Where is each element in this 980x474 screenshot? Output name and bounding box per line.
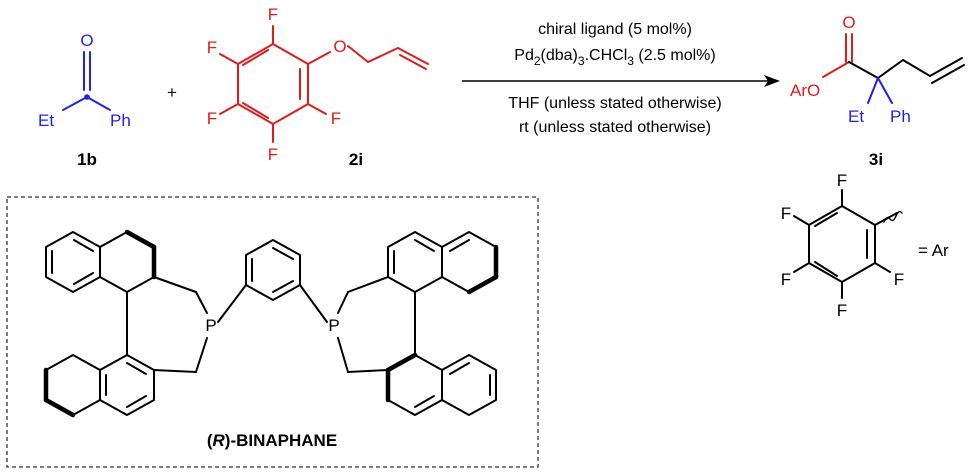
fluorine-label: F [837,171,847,190]
binaphane-structure [43,229,499,418]
aryl-ether-labels: F F F F F O 2i [207,5,363,169]
aryl-allyl-ether-2i [219,25,429,143]
fluorine-label: F [268,145,278,164]
ar-equals-label: = Ar [918,241,949,260]
product-ph-label: Ph [890,107,911,126]
ketene-et-label: Et [38,111,54,130]
fluorine-label: F [207,109,217,128]
ether-oxygen-label: O [333,37,346,56]
compound-label-1b: 1b [77,150,97,169]
ketene-ph-label: Ph [110,111,131,130]
condition-ligand: chiral ligand (5 mol%) [538,21,692,38]
condition-temperature: rt (unless stated otherwise) [519,119,711,136]
fluorine-label: F [781,204,791,223]
product-labels: O ArO Et Ph 3i [790,13,911,169]
ligand-labels: P P (R)-BINAPHANE [205,316,339,450]
ligand-box [6,196,539,468]
product-et-label: Et [848,107,864,126]
compound-label-2i: 2i [349,150,363,169]
fluorine-label: F [268,5,278,24]
condition-solvent: THF (unless stated otherwise) [508,95,721,112]
fluorine-label: F [894,270,904,289]
condition-catalyst: Pd2(dba)3.CHCl3 (2.5 mol%) [514,47,715,68]
fluorine-label: F [331,109,341,128]
reaction-conditions: chiral ligand (5 mol%) Pd2(dba)3.CHCl3 (… [508,21,721,136]
ar-definition-labels: F F F F F = Ar [781,171,949,320]
compound-label-3i: 3i [869,150,883,169]
fluorine-label: F [781,270,791,289]
fluorine-label: F [837,301,847,320]
product-aro-label: ArO [790,81,820,100]
product-oxygen-label: O [842,13,855,32]
product-3i [822,33,965,104]
ketene-oxygen-label: O [80,31,93,50]
fluorine-label: F [207,38,217,57]
ketene-1b: O Et Ph 1b [38,31,131,169]
phosphorus-label: P [328,316,339,335]
reaction-arrow [462,75,780,87]
phosphorus-label: P [205,316,216,335]
aryl-group-definition [793,189,903,299]
ligand-name: (R)-BINAPHANE [207,431,337,450]
plus-sign: + [167,83,177,102]
